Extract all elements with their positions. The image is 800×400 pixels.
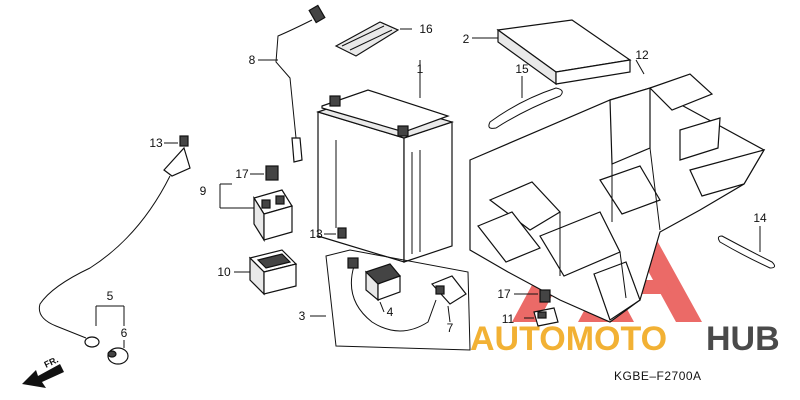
cover-10 [234, 249, 298, 296]
relay-9 [219, 165, 293, 243]
bolt-13-mid [324, 227, 347, 239]
watermark-text-right: HUB [706, 320, 780, 358]
callout-4: 4 [387, 305, 394, 319]
bolt-13-left [164, 135, 189, 147]
callout-2: 2 [463, 32, 470, 46]
callouts: 1 2 3 4 5 6 7 8 9 10 11 12 13 13 14 15 1… [107, 22, 767, 340]
callout-3: 3 [299, 309, 306, 323]
callout-1: 1 [417, 62, 424, 76]
callout-8: 8 [249, 53, 256, 67]
harness-3 [310, 249, 471, 351]
callout-10: 10 [217, 265, 231, 279]
callout-16: 16 [419, 22, 433, 36]
drawing-code: KGBE–F2700A [614, 369, 702, 383]
watermark-text: AUTOMOTO HUB [470, 320, 780, 358]
callout-17-left: 17 [235, 167, 249, 181]
band-15 [488, 76, 563, 129]
cable-8 [258, 4, 326, 163]
watermark-text-left: AUTOMOTO [470, 320, 667, 358]
battery-1 [316, 60, 455, 263]
callout-6: 6 [121, 326, 128, 340]
cable-5 [38, 146, 191, 348]
fuse-17-11 [514, 289, 559, 327]
callout-17-right: 17 [497, 287, 511, 301]
callout-7: 7 [447, 321, 454, 335]
callout-9: 9 [200, 184, 207, 198]
callout-13-mid: 13 [309, 227, 323, 241]
callout-12: 12 [635, 48, 649, 62]
battery-case-12 [469, 59, 766, 323]
bolt-6 [107, 340, 129, 365]
strap-16 [334, 21, 412, 57]
callout-13-left: 13 [149, 136, 163, 150]
callout-5: 5 [107, 289, 114, 303]
cover-2 [472, 19, 632, 86]
callout-11: 11 [502, 312, 515, 326]
callout-14: 14 [753, 211, 767, 225]
band-14 [717, 226, 776, 269]
callout-15: 15 [515, 62, 529, 76]
front-direction-arrow: FR. [22, 354, 64, 388]
